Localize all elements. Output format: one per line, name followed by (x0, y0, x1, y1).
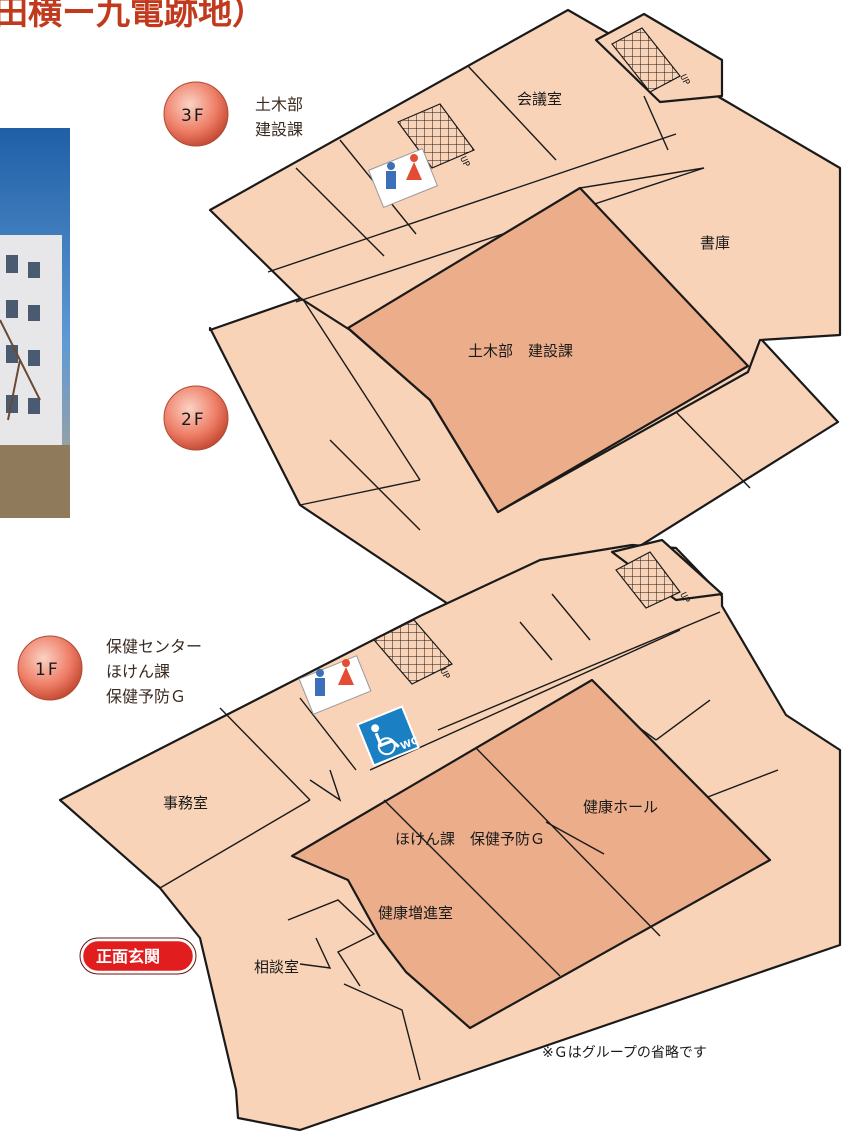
svg-text:UP: UP (677, 73, 691, 88)
footnote: ※Ｇはグループの省略です (542, 1045, 707, 1061)
room-1f-consult-label: 相談室 (254, 958, 299, 976)
floor-badge-3f: 3F (159, 77, 233, 151)
main-entrance-badge: 正面玄関 (79, 937, 197, 975)
floor-badge-2f: 2F (159, 381, 233, 455)
room-1f-promotion-label: 健康増進室 (378, 904, 453, 922)
accessible-wc-icon: WC (356, 705, 420, 767)
stairs-1f-center: UP (373, 619, 453, 685)
svg-text:1F: 1F (35, 660, 60, 680)
floor-badge-1f: 1F (13, 631, 87, 705)
room-3f-main (346, 186, 750, 514)
svg-text:UP: UP (677, 591, 691, 606)
room-1f-section-label: ほけん課 保健予防Ｇ (395, 830, 545, 848)
room-1f-office-label: 事務室 (163, 794, 208, 812)
room-1f-hall-block (290, 678, 772, 1030)
page-title: 田横ー九電跡地） (0, 0, 266, 33)
svg-text:UP: UP (437, 667, 451, 682)
floor-3f-desc-line1: 土木部 (255, 95, 303, 114)
room-3f-archive-label: 書庫 (700, 234, 730, 252)
svg-text:正面玄関: 正面玄関 (96, 947, 160, 966)
stairs-3f-right: UP (611, 27, 691, 93)
toilet-3f (367, 147, 439, 209)
toilet-male-icon (315, 669, 325, 696)
toilet-1f (298, 655, 372, 715)
floor-1f-desc-line2: ほけん課 (106, 662, 170, 681)
floor-3f-desc-line2: 建設課 (255, 120, 303, 139)
stairs-1f-right: UP (615, 551, 691, 609)
building-photo (0, 128, 70, 518)
svg-text:UP: UP (457, 155, 471, 170)
toilet-male-icon (386, 162, 396, 189)
room-3f-main-label: 土木部 建設課 (468, 342, 573, 360)
toilet-female-icon (406, 154, 422, 180)
room-1f-health-hall-label: 健康ホール (583, 798, 658, 816)
floor-1f-desc-line3: 保健予防Ｇ (106, 687, 186, 706)
svg-text:3F: 3F (181, 106, 206, 126)
floor-1f-desc-line1: 保健センター (106, 637, 202, 656)
toilet-female-icon (338, 659, 354, 685)
svg-text:2F: 2F (181, 410, 206, 430)
room-3f-meeting-label: 会議室 (517, 90, 562, 108)
